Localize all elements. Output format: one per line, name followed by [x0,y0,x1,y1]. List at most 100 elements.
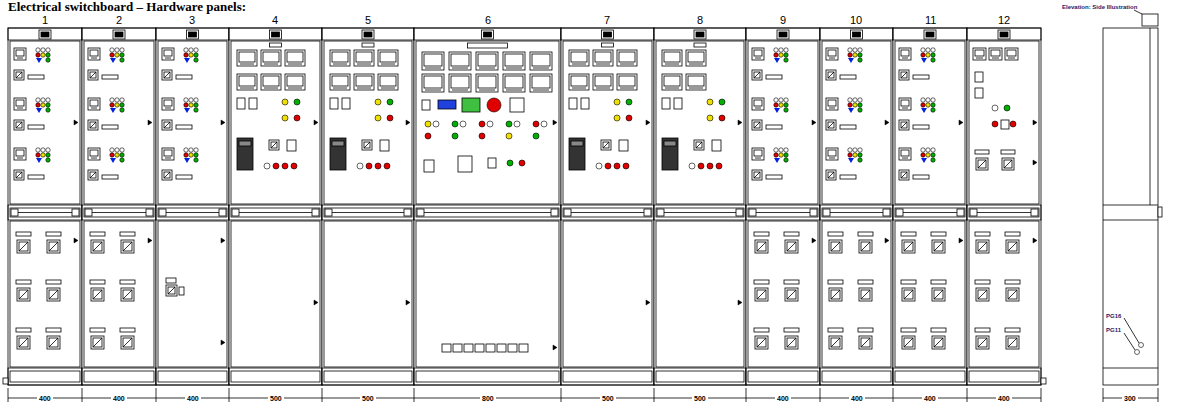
breaker [902,336,915,349]
meter-scale [829,158,835,159]
meter-face [90,150,98,156]
plinth [654,368,746,385]
breaker-mark [904,242,913,251]
label-plate [975,328,990,332]
indicator-lamp [194,153,198,157]
indicator-lamp [784,108,788,112]
meter [569,74,589,90]
meter [530,52,552,70]
label-plate [176,175,192,179]
dimension-value: 400 [996,395,1012,402]
upper-door [656,41,744,204]
door-handle [314,120,318,125]
meter-scale [755,58,761,59]
dimension-tick [414,388,415,402]
busbar-cover [563,208,652,217]
breaker-face [828,172,834,178]
indicator-lamp [264,163,270,169]
panel [229,28,322,385]
label-plate [362,43,374,47]
busbar-cover [822,208,891,217]
indicator-lamp [926,148,930,152]
breaker [601,140,611,150]
plinth [746,368,820,385]
breaker-mark [1008,242,1017,251]
meter [14,48,26,60]
meter-face [828,100,836,106]
panel-number: 4 [272,15,278,26]
indicator-lamp [926,53,930,57]
selector-switch [249,98,257,109]
busbar-section [820,205,893,220]
indicator-lamp [784,58,788,62]
indicator-lamp [189,98,193,102]
panel-number: 5 [365,15,371,26]
indicator-lamp [926,48,930,52]
meter-scale [17,58,23,59]
meter [88,98,100,110]
dimension-value: 500 [600,395,616,402]
label-plate [828,328,843,332]
breaker-face [164,122,170,128]
breaker-mark [271,142,277,148]
meter-face [451,76,469,88]
mimic-switch [438,100,456,109]
meter-scale [264,64,278,65]
indicator-lamp [519,160,525,166]
breaker [14,70,24,80]
indicator-lamp [36,53,40,57]
meter-face [16,150,24,156]
busbar [239,212,312,213]
indicator-lamp [623,163,629,169]
meter-scale [240,88,254,89]
indicator-lamp [110,148,114,152]
terminal-block [486,344,495,352]
indicator-lamp [36,103,40,107]
meter [378,74,398,90]
indicator-lamp [779,103,783,107]
breaker-face [757,338,766,347]
indicator-lamp [110,158,116,163]
display-unit [462,98,480,112]
protection-relay [662,138,678,170]
plinth [82,368,156,385]
meter-face [505,76,523,88]
breaker-mark [828,172,834,178]
indicator-lamp [858,153,862,157]
panel-tag-mark [484,32,492,37]
upper-door [895,41,965,204]
panel-header [561,28,654,40]
panel-number: 6 [485,15,491,26]
side-elevation [1103,28,1158,385]
breaker [785,240,798,253]
meter [261,50,281,66]
meter-scale [240,64,254,65]
breaker-face [861,338,870,347]
indicator-lamp [533,121,539,127]
breaker-mark [904,290,913,299]
dimension-tick [820,388,821,402]
busbar-section [967,205,1041,220]
breaker-face [828,72,834,78]
breaker-face [16,172,22,178]
meter-face [571,76,587,86]
indicator-lamp [115,103,119,107]
panel-tag-mark [696,32,704,37]
breaker [121,336,134,349]
breaker [162,170,172,180]
breaker [91,240,104,253]
meter [88,148,100,160]
breaker [829,336,842,349]
dimension-tick [1103,388,1104,402]
breaker-mark [90,72,96,78]
indicator-lamp [366,163,372,169]
indicator-lamp [46,153,50,157]
meter [617,50,637,66]
indicator-lamp [626,115,632,121]
indicator-lamp [291,163,297,169]
plinth [893,368,967,385]
busbar-section [8,205,82,220]
meter-face [287,76,303,86]
door-handle [959,238,963,243]
indicator-lamp [784,158,788,162]
